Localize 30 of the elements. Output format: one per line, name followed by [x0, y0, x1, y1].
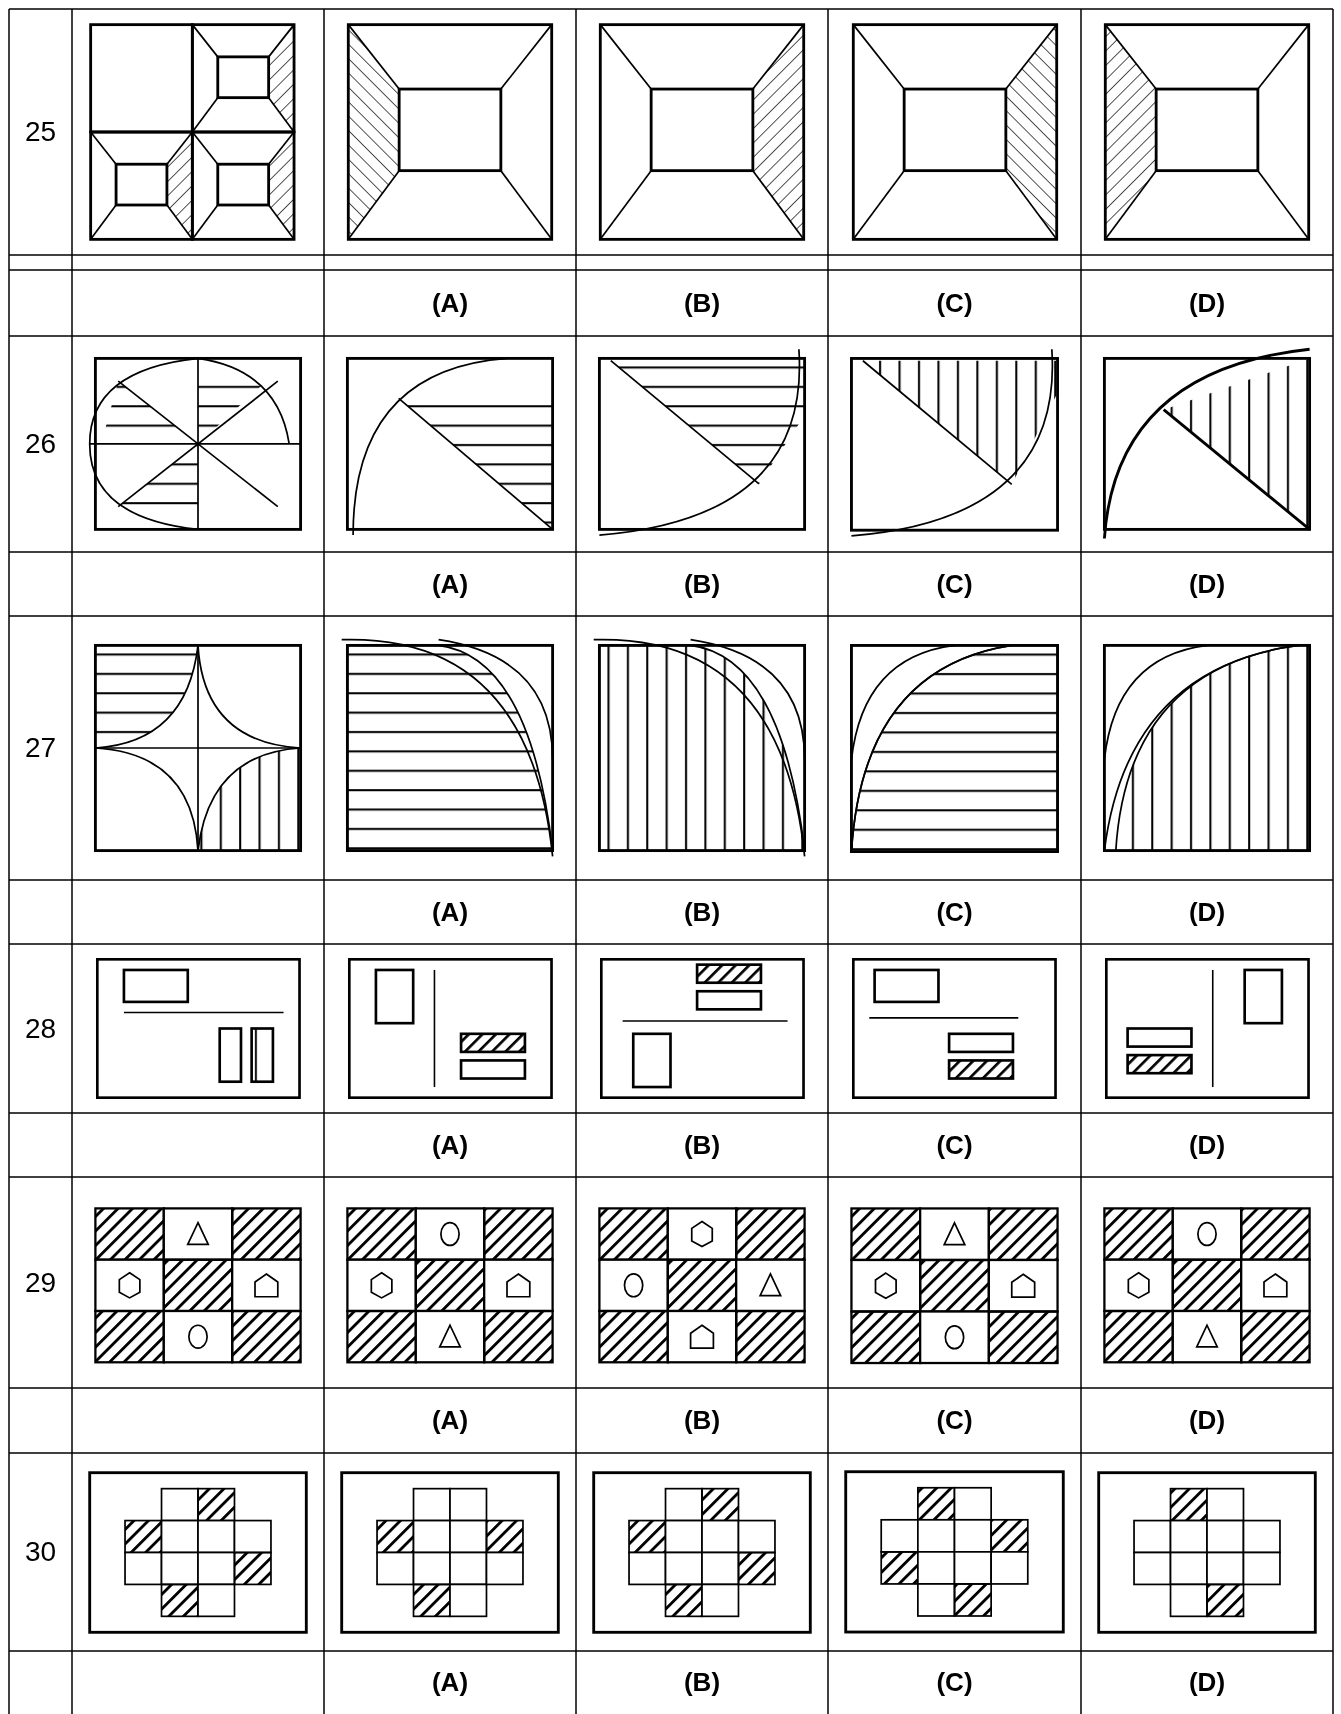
option-label: (C) [936, 287, 973, 319]
question-number: 28 [24, 1012, 57, 1045]
option-label: (A) [431, 287, 469, 319]
option-label: (B) [683, 1667, 721, 1698]
option-label: (C) [936, 896, 973, 928]
option-label: (A) [431, 1129, 469, 1161]
option-label: (C) [936, 1667, 973, 1698]
option-label: (D) [1188, 568, 1226, 600]
option-label: (B) [683, 287, 721, 319]
option-label: (A) [431, 1667, 469, 1698]
option-label: (C) [936, 1405, 973, 1436]
option-label: (B) [683, 1405, 721, 1436]
option-label: (D) [1188, 1129, 1226, 1161]
option-label: (B) [683, 568, 721, 600]
option-label: (D) [1188, 1667, 1226, 1698]
option-label: (A) [431, 1405, 469, 1436]
option-label: (D) [1188, 287, 1226, 319]
question-number: 30 [24, 1536, 57, 1568]
question-number: 27 [24, 732, 57, 764]
option-label: (D) [1188, 1405, 1226, 1436]
option-label: (A) [431, 568, 469, 600]
question-number: 25 [24, 116, 57, 148]
question-number: 29 [24, 1266, 57, 1299]
option-label: (C) [936, 1129, 973, 1161]
option-label: (C) [936, 568, 973, 600]
question-number: 26 [24, 428, 57, 460]
option-label: (B) [683, 896, 721, 928]
option-label: (B) [683, 1129, 721, 1161]
option-label: (D) [1188, 896, 1226, 928]
option-label: (A) [431, 896, 469, 928]
